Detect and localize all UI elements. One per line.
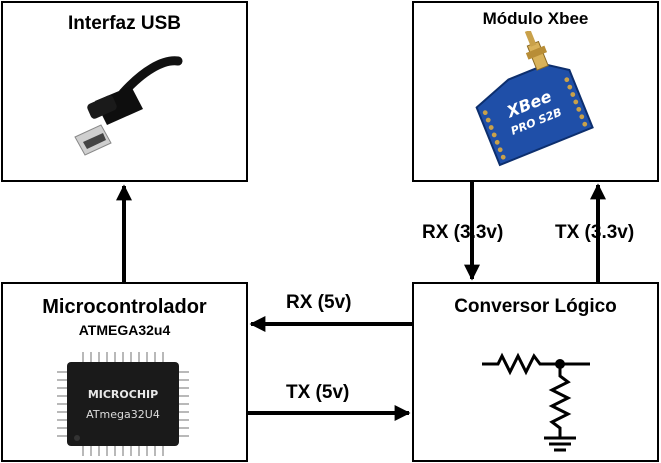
xbee-rx-label: RX (3.3v) — [422, 222, 504, 243]
xbee-module-title: Módulo Xbee — [482, 9, 589, 28]
microcontroller-title: Microcontrolador — [42, 296, 207, 318]
mcu-tx-label: TX (5v) — [286, 382, 350, 403]
atmega-chip-icon: MICROCHIP ATmega32U4 — [57, 352, 189, 456]
xbee-tx-label: TX (3.3v) — [555, 222, 635, 243]
xbee-module-block: Módulo Xbee XBee PRO S2B — [412, 1, 659, 182]
usb-interface-block: Interfaz USB — [1, 1, 248, 182]
xbee-module-icon: XBee PRO S2B — [475, 31, 594, 167]
microcontroller-subtitle: ATMEGA32u4 — [78, 322, 171, 338]
logic-converter-title: Conversor Lógico — [454, 296, 617, 317]
logic-converter-block: Conversor Lógico — [412, 282, 659, 462]
usb-connector-icon — [74, 56, 183, 156]
usb-interface-title: Interfaz USB — [68, 13, 181, 34]
chip-brand-text: MICROCHIP — [88, 388, 158, 401]
microcontroller-block: Microcontrolador ATMEGA32u4 MICROCHIP AT… — [1, 282, 248, 462]
mcu-rx-label: RX (5v) — [286, 292, 352, 313]
chip-part-text: ATmega32U4 — [86, 408, 160, 421]
resistor-divider-icon — [482, 352, 590, 452]
